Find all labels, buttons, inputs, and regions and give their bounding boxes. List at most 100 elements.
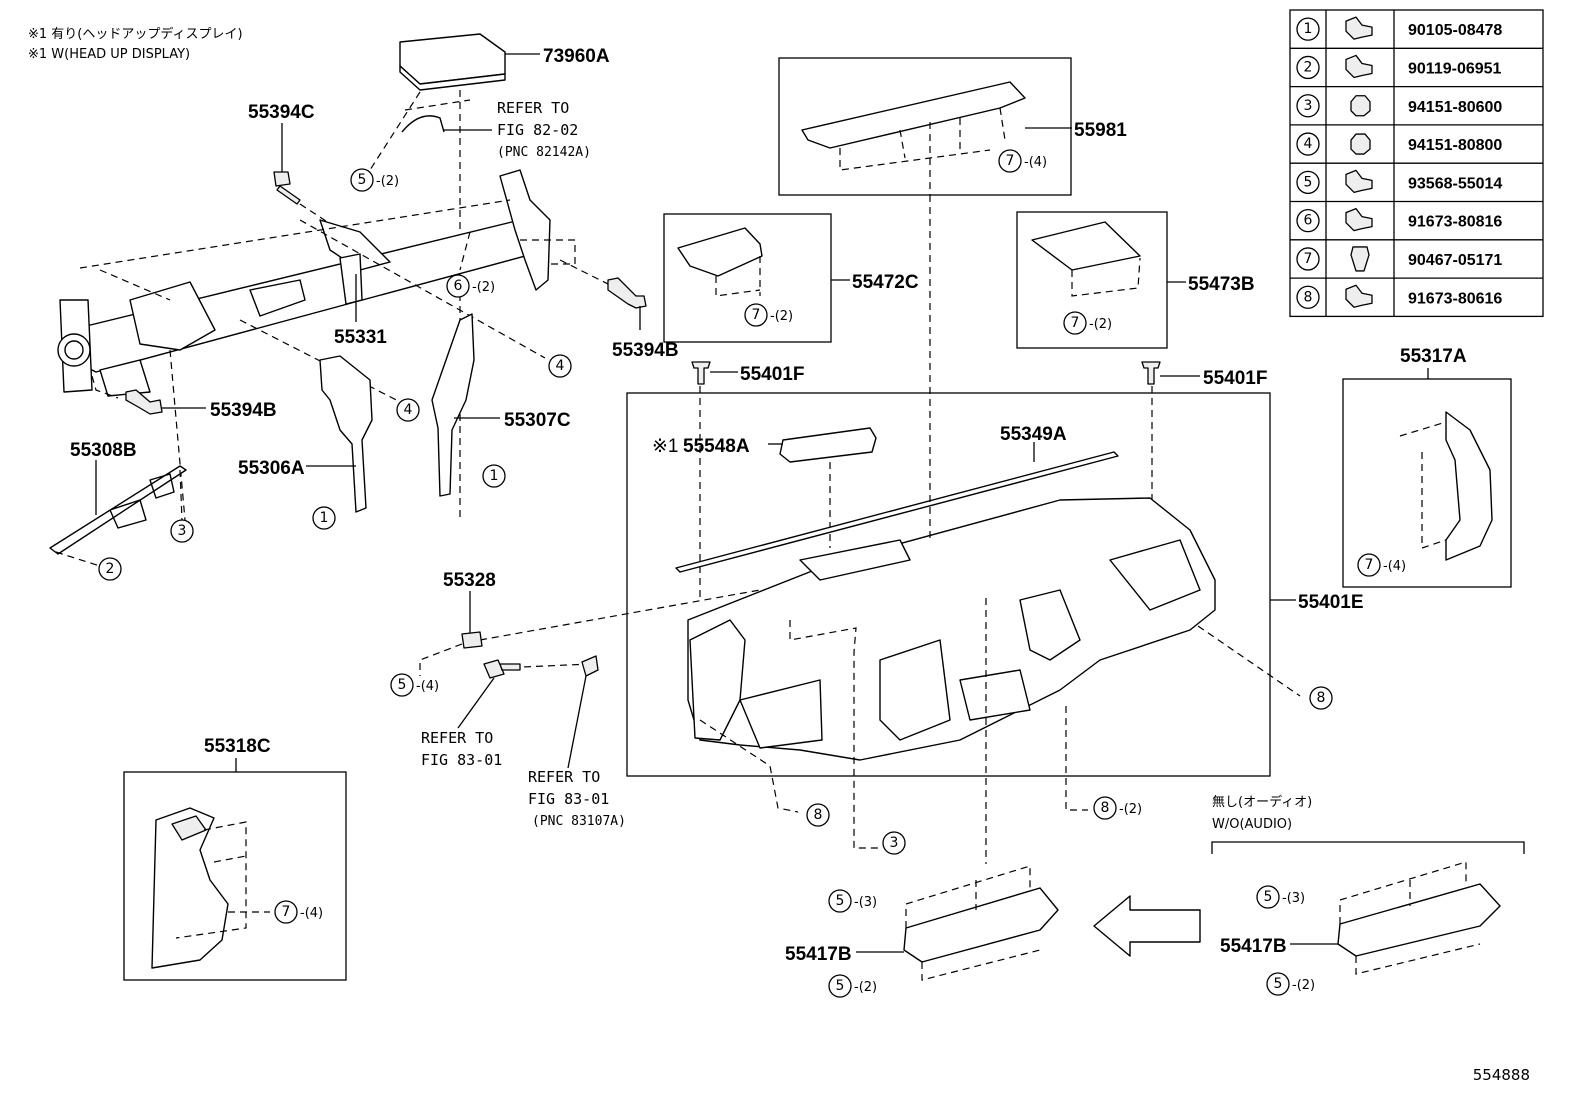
callout-number: 2 <box>106 561 115 577</box>
callout-8: 8-(2) <box>1093 796 1142 820</box>
callout-quantity: -(2) <box>854 980 877 995</box>
callout-7: 7-(2) <box>744 303 793 327</box>
bracket-55328 <box>461 631 483 649</box>
callout-number: 6 <box>454 278 463 294</box>
table-item-number: 3 <box>1304 98 1313 114</box>
part-label-55318c: 55318C <box>204 736 271 757</box>
table-part-number: 91673-80616 <box>1408 290 1502 307</box>
callout-number: 7 <box>1006 153 1015 169</box>
callout-5: 5 -(2) <box>1266 972 1315 996</box>
bracket-55308b <box>49 465 187 555</box>
garnish-55981 <box>801 81 1026 149</box>
callout-6: 6 -(2) <box>446 274 495 298</box>
part-label-55548a: 55548A <box>683 436 750 457</box>
refer-3-line1: REFER TO <box>528 768 600 786</box>
group-box-55318c <box>123 771 347 981</box>
callout-quantity: -(2) <box>770 309 793 324</box>
callout-8: 8 <box>1309 686 1333 710</box>
header-note-en: ※1 W(HEAD UP DISPLAY) <box>28 47 190 62</box>
nut-icon <box>1350 95 1371 117</box>
callout-1: 1 <box>312 506 336 530</box>
strip-55349a <box>675 451 1119 573</box>
callout-quantity: -(3) <box>854 895 877 910</box>
part-label-55394b-left: 55394B <box>210 400 277 421</box>
callout-quantity: -(2) <box>376 174 399 189</box>
callout-7: 7-(4) <box>998 149 1047 173</box>
refer-1-line1: REFER TO <box>497 99 569 117</box>
table-row: 7 90467-05171 <box>1296 246 1502 272</box>
table-part-number: 91673-80816 <box>1408 214 1502 231</box>
table-item-number: 7 <box>1304 251 1313 267</box>
brace-55306a <box>319 355 373 513</box>
table-item-number: 6 <box>1304 213 1313 229</box>
callout-number: 3 <box>890 835 899 851</box>
callout-quantity: -(4) <box>1383 559 1406 574</box>
hud-cover-55548a <box>779 427 877 463</box>
callout-4: 4 <box>548 354 572 378</box>
callout-quantity: -(2) <box>1292 978 1315 993</box>
callout-2: 2 <box>98 557 122 581</box>
hud-bracket <box>401 115 445 133</box>
head-up-display-unit <box>399 33 540 91</box>
flange-bolt-icon <box>1345 16 1373 40</box>
bracket-55417b-left <box>903 887 1059 963</box>
clip-icon-refer <box>581 655 599 677</box>
callout-number: 5 <box>836 978 845 994</box>
callout-number: 8 <box>1101 800 1110 816</box>
bolt-icon <box>1345 54 1373 79</box>
callout-number: 8 <box>1317 690 1326 706</box>
table-part-number: 90467-05171 <box>1408 252 1502 269</box>
part-label-55306a: 55306A <box>238 458 305 479</box>
table-row: 6 91673-80816 <box>1296 208 1502 233</box>
callout-3: 3 <box>170 519 194 543</box>
bolt-icon-55394c <box>273 171 301 205</box>
table-item-number: 5 <box>1304 174 1313 190</box>
callout-5: 5-(2) <box>350 168 399 192</box>
part-label-55401f-left: 55401F <box>740 364 804 385</box>
audio-note-jp: 無し(オーディオ) <box>1212 794 1312 810</box>
callout-8: 8 <box>806 803 830 827</box>
refer-1-line3: (PNC 82142A) <box>497 145 591 160</box>
part-label-55401e: 55401E <box>1298 592 1364 613</box>
cover-55472c <box>677 227 763 277</box>
callout-number: 5 <box>1274 976 1283 992</box>
callout-number: 8 <box>814 807 823 823</box>
table-item-number: 2 <box>1304 59 1313 75</box>
part-label-55473b: 55473B <box>1188 274 1255 295</box>
refer-3-line3: (PNC 83107A) <box>532 814 626 829</box>
part-label-73960a: 73960A <box>543 46 610 67</box>
callout-number: 7 <box>1071 315 1080 331</box>
table-part-number: 94151-80800 <box>1408 137 1502 154</box>
callout-quantity: -(4) <box>300 906 323 921</box>
callout-number: 1 <box>490 468 499 484</box>
part-label-55417b-right: 55417B <box>1220 936 1287 957</box>
table-part-number: 90119-06951 <box>1408 60 1502 77</box>
table-part-number: 90105-08478 <box>1408 22 1502 39</box>
side-panel-55317a <box>1445 411 1493 561</box>
callout-quantity: -(4) <box>416 679 439 694</box>
group-box-55317a <box>1342 378 1512 588</box>
screw-icon <box>1345 284 1373 308</box>
side-panel-55318c <box>151 807 229 969</box>
callout-quantity: -(2) <box>472 280 495 295</box>
table-row: 2 90119-06951 <box>1296 54 1502 80</box>
callout-5: 5-(3) <box>828 889 877 913</box>
callout-number: 4 <box>556 358 565 374</box>
callout-number: 7 <box>1365 557 1374 573</box>
bolt-icon-55394b-right <box>607 277 647 309</box>
screw-icon-55401f-left <box>691 361 711 385</box>
group-box-55401e <box>626 392 1271 777</box>
nut-icon <box>1350 133 1371 155</box>
refer-2-line1: REFER TO <box>421 729 493 747</box>
bracket-55417b-right <box>1337 883 1501 957</box>
part-label-55331: 55331 <box>334 327 387 348</box>
callout-quantity: -(3) <box>1282 891 1305 906</box>
header-note-jp: ※1 有り(ヘッドアップディスプレイ) <box>28 26 243 42</box>
diagram-id: 554888 <box>1473 1066 1530 1084</box>
clip-icon <box>1350 246 1370 272</box>
part-label-55981: 55981 <box>1074 120 1127 141</box>
